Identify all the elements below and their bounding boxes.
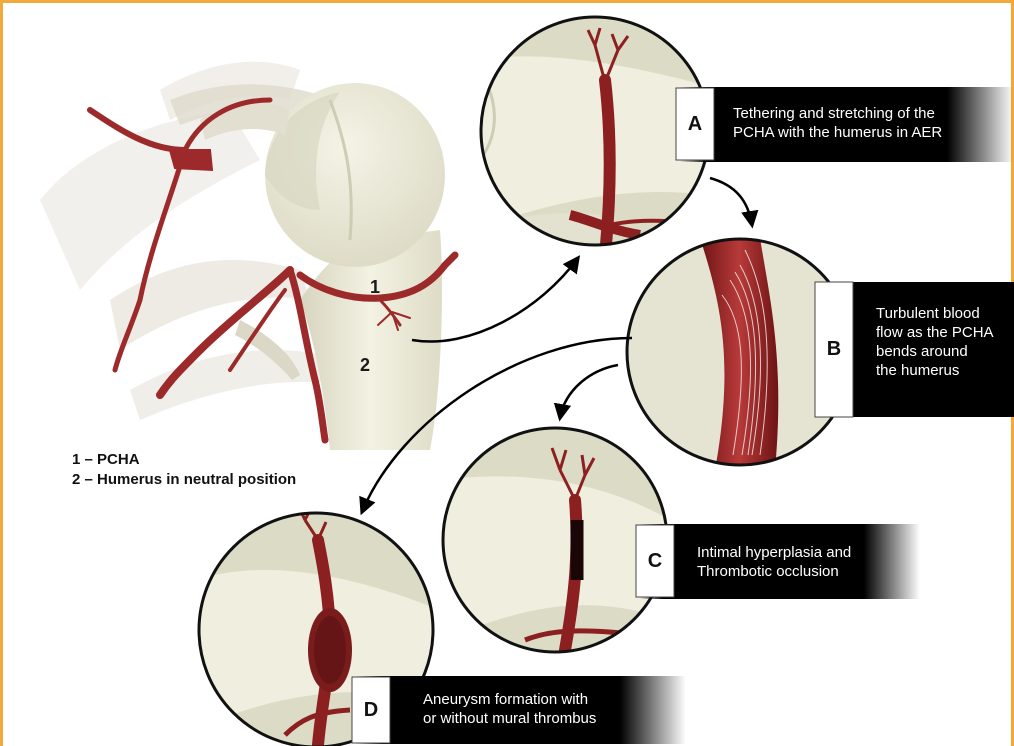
marker-1: 1 [370, 277, 380, 298]
panel-d-line1: Aneurysm formation with [423, 690, 596, 709]
panel-a-line2: PCHA with the humerus in AER [733, 123, 942, 142]
panel-b-line2: flow as the PCHA [876, 323, 994, 342]
marker-2: 2 [360, 355, 370, 376]
legend-item-humerus: 2 – Humerus in neutral position [72, 470, 296, 490]
panel-b-text: Turbulent blood flow as the PCHA bends a… [876, 304, 994, 380]
panel-b-letter: B [824, 338, 844, 361]
panel-a-text: Tethering and stretching of the PCHA wit… [733, 104, 942, 142]
panel-c-line2: Thrombotic occlusion [697, 562, 851, 581]
panel-c-letter: C [645, 550, 665, 573]
legend-item-pcha: 1 – PCHA [72, 450, 296, 470]
panel-b-line1: Turbulent blood [876, 304, 994, 323]
arrow-b-to-c [560, 365, 618, 418]
shoulder-scene [40, 62, 455, 450]
panel-b-line3: bends around [876, 342, 994, 361]
legend: 1 – PCHA 2 – Humerus in neutral position [72, 450, 296, 490]
panel-a-line1: Tethering and stretching of the [733, 104, 942, 123]
panel-c-text: Intimal hyperplasia and Thrombotic occlu… [697, 543, 851, 581]
panel-c-line1: Intimal hyperplasia and [697, 543, 851, 562]
panel-d-text: Aneurysm formation with or without mural… [423, 690, 596, 728]
panel-b-line4: the humerus [876, 361, 994, 380]
panel-d-line2: or without mural thrombus [423, 709, 596, 728]
arrow-a-to-b [710, 178, 752, 225]
panel-d-letter: D [361, 699, 381, 722]
panel-a-letter: A [685, 113, 705, 136]
